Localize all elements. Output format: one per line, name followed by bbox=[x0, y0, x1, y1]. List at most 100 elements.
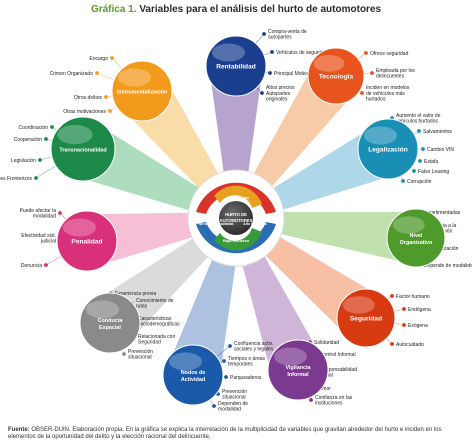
item-dot bbox=[37, 157, 43, 163]
item-label: Solidaridad bbox=[314, 340, 339, 346]
item-label: Parqueaderos bbox=[230, 375, 262, 381]
node-label: Tecnología bbox=[319, 74, 354, 81]
item-dot bbox=[369, 70, 375, 76]
costos-ring bbox=[196, 182, 276, 214]
bubble bbox=[357, 118, 419, 180]
bajo-esfuerzo-segment bbox=[214, 228, 262, 251]
bubble-highlight bbox=[63, 218, 96, 237]
figure-source-note: Fuente: OBSER-DUIN. Elaboración propia. … bbox=[8, 427, 466, 441]
item-label: Temor bbox=[317, 386, 331, 392]
bubble bbox=[162, 344, 224, 406]
bubble-highlight bbox=[169, 352, 202, 371]
item-label: Efectividad sist.judicial bbox=[21, 233, 56, 245]
node-label: Penalidad bbox=[71, 239, 102, 246]
item-label: Estafa bbox=[424, 159, 438, 165]
bubble bbox=[111, 60, 173, 122]
item-label: Confluencia activ.sociales y legales bbox=[234, 341, 274, 353]
item-label: Cambio VIN bbox=[427, 147, 454, 153]
item-dot bbox=[227, 343, 233, 349]
item-dot bbox=[221, 358, 227, 364]
item-label: Principal Motivación bbox=[274, 71, 319, 77]
habilidad-label: No necesita habilidad bbox=[199, 222, 234, 226]
node-seguridad: Factor humanoEndógenaExógenaAutocuidadoS… bbox=[336, 288, 431, 348]
item-label: Coordinación bbox=[19, 125, 49, 131]
core-circle bbox=[219, 201, 253, 235]
bubble-highlight bbox=[274, 347, 307, 366]
item-dot bbox=[49, 124, 55, 130]
item-label: Cooperación bbox=[14, 137, 43, 143]
item-dot bbox=[211, 403, 217, 409]
node-label: Instrumentalización bbox=[117, 90, 168, 96]
bubble bbox=[336, 288, 396, 348]
item-dot bbox=[401, 306, 407, 312]
bajo-riesgo-segment bbox=[214, 185, 262, 208]
bubble-highlight bbox=[313, 55, 345, 72]
bubble-highlight bbox=[86, 300, 119, 319]
item-dot bbox=[259, 90, 265, 96]
item-label: Ofrece seguridad bbox=[370, 51, 409, 57]
item-dot bbox=[416, 128, 422, 134]
item-dot bbox=[57, 210, 63, 216]
ray-rentabilidad bbox=[209, 66, 263, 218]
item-label: Compartimentadas bbox=[418, 210, 461, 216]
bubble-highlight bbox=[118, 68, 151, 87]
alto-beneficio-label: Alto beneficio bbox=[243, 222, 268, 226]
item-label: Corrupción bbox=[407, 179, 432, 185]
item-dot bbox=[359, 90, 365, 96]
item-label: Autocuidado bbox=[396, 342, 424, 348]
bubble-highlight bbox=[342, 296, 375, 314]
item-dot bbox=[389, 293, 395, 299]
bubble bbox=[267, 339, 329, 401]
item-dot bbox=[389, 341, 395, 347]
item-label: Crimen Organizado bbox=[50, 71, 94, 77]
beneficios-ring bbox=[196, 222, 276, 254]
item-dot bbox=[103, 94, 109, 100]
item-dot bbox=[261, 31, 267, 37]
item-label: Otras motivaciones bbox=[63, 109, 106, 115]
item-dot bbox=[363, 50, 369, 56]
node-label: Transnacionalidad bbox=[59, 148, 106, 154]
figure-title-text: Variables para el análisis del hurto de … bbox=[139, 4, 382, 15]
item-dot bbox=[94, 70, 100, 76]
item-dot bbox=[401, 322, 407, 328]
node-label: Legalización bbox=[368, 147, 408, 154]
source-label: Fuente: bbox=[8, 427, 30, 433]
bubble-highlight bbox=[392, 216, 425, 234]
bubble bbox=[56, 210, 118, 272]
node-label: Seguridad bbox=[350, 316, 382, 323]
bubble bbox=[307, 47, 365, 105]
item-label: Salvamentos bbox=[423, 129, 452, 135]
node-nodos-de-actividad: Confluencia activ.sociales y legalesTiem… bbox=[162, 341, 274, 413]
node-label: Rentabilidad bbox=[216, 64, 256, 71]
item-label: Exógena bbox=[408, 323, 428, 329]
node-transnacionalidad: CoordinaciónCooperaciónLegislaciónPaíses… bbox=[0, 116, 116, 182]
item-dot bbox=[109, 55, 115, 61]
item-dot bbox=[417, 158, 423, 164]
item-label: Vehículos de segunda bbox=[276, 50, 325, 56]
item-label: Denuncia bbox=[21, 263, 42, 269]
bubble-highlight bbox=[212, 43, 245, 62]
bubble bbox=[205, 35, 267, 97]
item-label: Legislación bbox=[11, 158, 36, 164]
item-dot bbox=[43, 262, 49, 268]
item-dot bbox=[33, 175, 39, 181]
item-label: Endógena bbox=[408, 307, 431, 313]
item-dot bbox=[308, 397, 314, 403]
